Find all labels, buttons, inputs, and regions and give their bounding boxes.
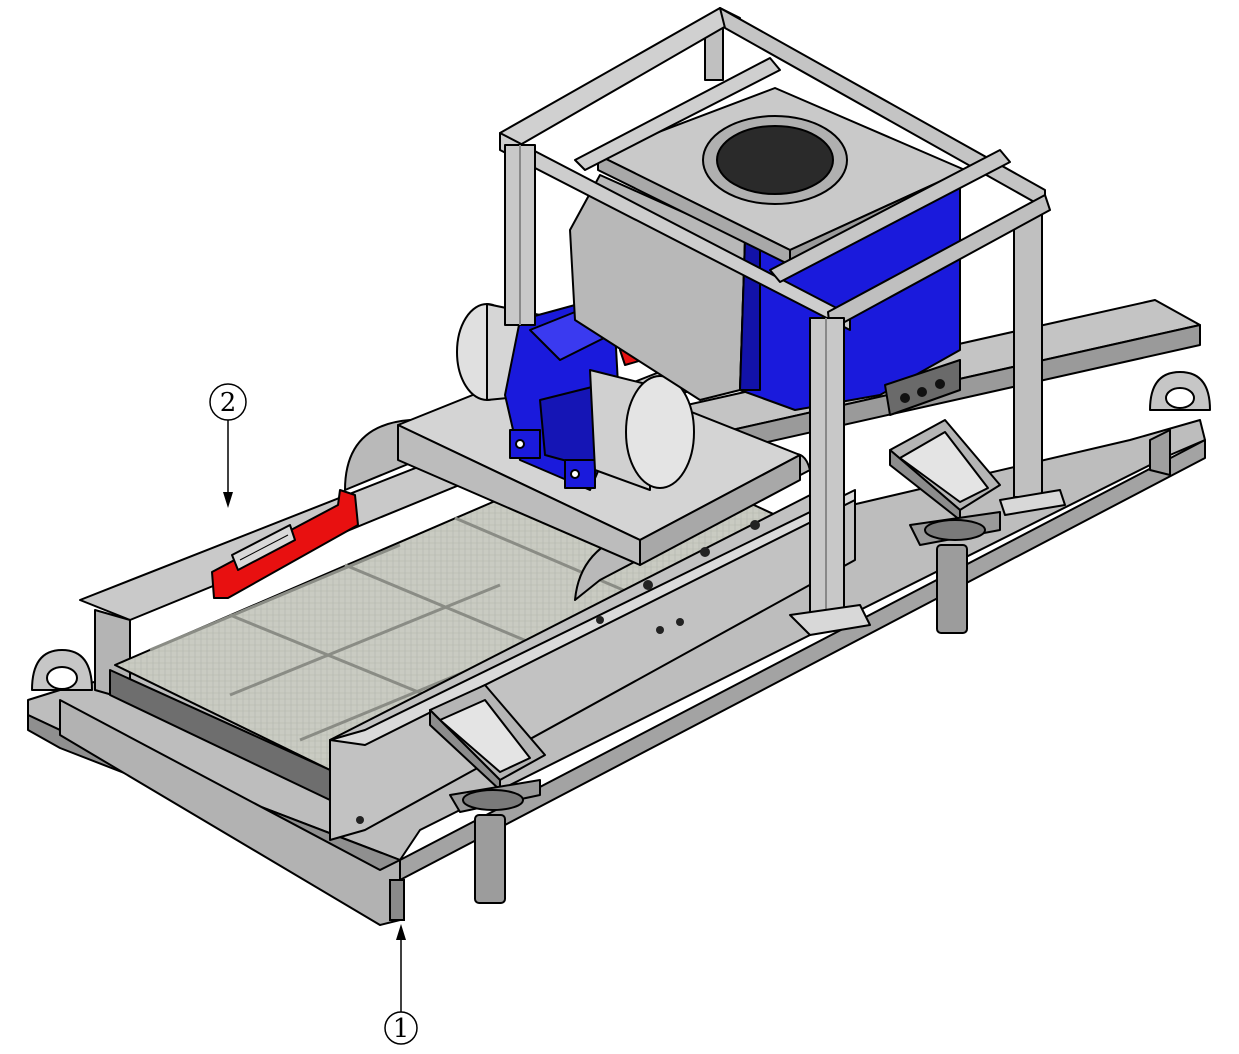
support-frame [499, 7, 1066, 636]
spring-mount-rear [889, 419, 1001, 546]
lifting-eye-front [31, 649, 93, 691]
balloon-1 [384, 1011, 418, 1045]
lifting-eye-back [1149, 371, 1211, 411]
support-legs [389, 544, 968, 921]
callout-2: 2 [209, 383, 247, 508]
leader-arrow-2 [223, 492, 233, 508]
red-handle [211, 489, 359, 599]
spring-mounts [429, 419, 1001, 813]
spring-mount-front [429, 684, 546, 813]
leader-arrow-1 [396, 924, 406, 940]
callout-1: 1 [384, 924, 418, 1045]
callout-2-label: 2 [220, 388, 237, 418]
callout-1-label: 1 [393, 1014, 410, 1044]
